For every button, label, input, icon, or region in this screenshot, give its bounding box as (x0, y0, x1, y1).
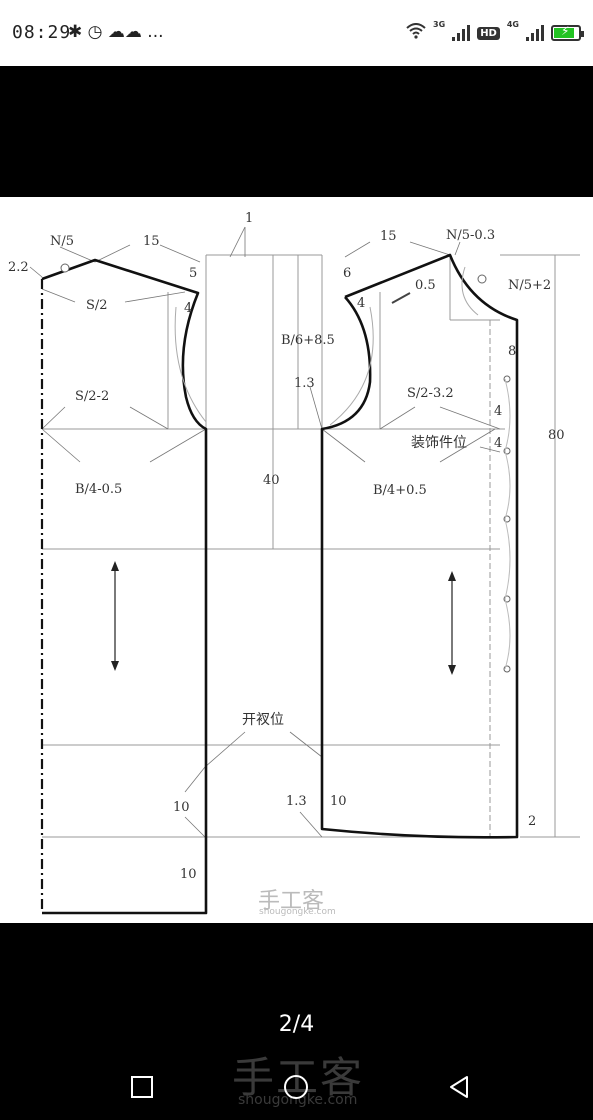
label-13-bottom: 1.3 (286, 794, 307, 809)
label-2: 2 (528, 814, 536, 829)
label-s2-minus-32: S/2-3.2 (407, 386, 454, 401)
label-4-deco-lower: 4 (494, 436, 502, 451)
label-deco-position: 装饰件位 (411, 435, 467, 451)
watermark-url: shougongke.com (259, 907, 336, 917)
label-13-top: 1.3 (294, 376, 315, 391)
label-6: 6 (343, 266, 351, 281)
garment-pattern-diagram: N/5 15 1 15 N/5-0.3 2.2 5 6 N/5+2 S/2 4 … (8, 211, 580, 915)
label-10-upper: 10 (173, 800, 190, 815)
label-15-right: 15 (380, 229, 397, 244)
page-indicator: 2/4 (278, 1012, 315, 1037)
label-s2: S/2 (86, 298, 108, 313)
label-10-right: 10 (330, 794, 347, 809)
label-n5-plus-2: N/5+2 (508, 278, 551, 293)
back-icon[interactable] (445, 1072, 475, 1102)
recents-icon[interactable] (127, 1072, 157, 1102)
label-slit-position: 开衩位 (242, 712, 284, 728)
label-5: 5 (189, 266, 197, 281)
battery-icon: ⚡ (551, 24, 584, 41)
hd-badge: HD (477, 26, 500, 40)
label-1: 1 (245, 211, 253, 226)
signal-icon (452, 25, 471, 41)
bottom-watermark-url: shougongke.com (238, 1092, 358, 1108)
label-80: 80 (548, 428, 565, 443)
label-b4-minus-05: B/4-0.5 (75, 482, 122, 497)
label-4-left: 4 (184, 301, 192, 316)
label-10-lower: 10 (180, 867, 197, 882)
network-type-1: 3G (433, 20, 446, 29)
label-40: 40 (263, 473, 280, 488)
pattern-image[interactable]: N/5 15 1 15 N/5-0.3 2.2 5 6 N/5+2 S/2 4 … (0, 197, 593, 923)
label-b6-plus-85: B/6+8.5 (281, 333, 335, 348)
label-4-deco-upper: 4 (494, 404, 502, 419)
status-bar: 08:29 ✱ ◷ ☁☁ ... 3G HD 4G ⚡ (0, 0, 593, 66)
label-s2-minus-2: S/2-2 (75, 389, 109, 404)
navigation-bar (0, 1058, 593, 1120)
bottom-watermark-logo: 手工客 (232, 1053, 365, 1102)
label-8: 8 (508, 344, 516, 359)
label-n5: N/5 (50, 234, 74, 249)
label-05: 0.5 (415, 278, 436, 293)
signal-icon-2 (526, 25, 544, 41)
network-type-2: 4G (506, 20, 519, 29)
home-icon[interactable] (281, 1072, 311, 1102)
watermark-logo: 手工客 (258, 889, 325, 914)
label-15-left: 15 (143, 234, 160, 249)
clock: 08:29 (12, 22, 72, 43)
label-22: 2.2 (8, 260, 29, 275)
wifi-icon (406, 23, 426, 43)
label-n5-minus-03: N/5-0.3 (446, 228, 495, 243)
label-4-right: 4 (357, 296, 365, 311)
label-b4-plus-05: B/4+0.5 (373, 483, 427, 498)
notification-icons: ✱ ◷ ☁☁ ... (68, 22, 164, 42)
